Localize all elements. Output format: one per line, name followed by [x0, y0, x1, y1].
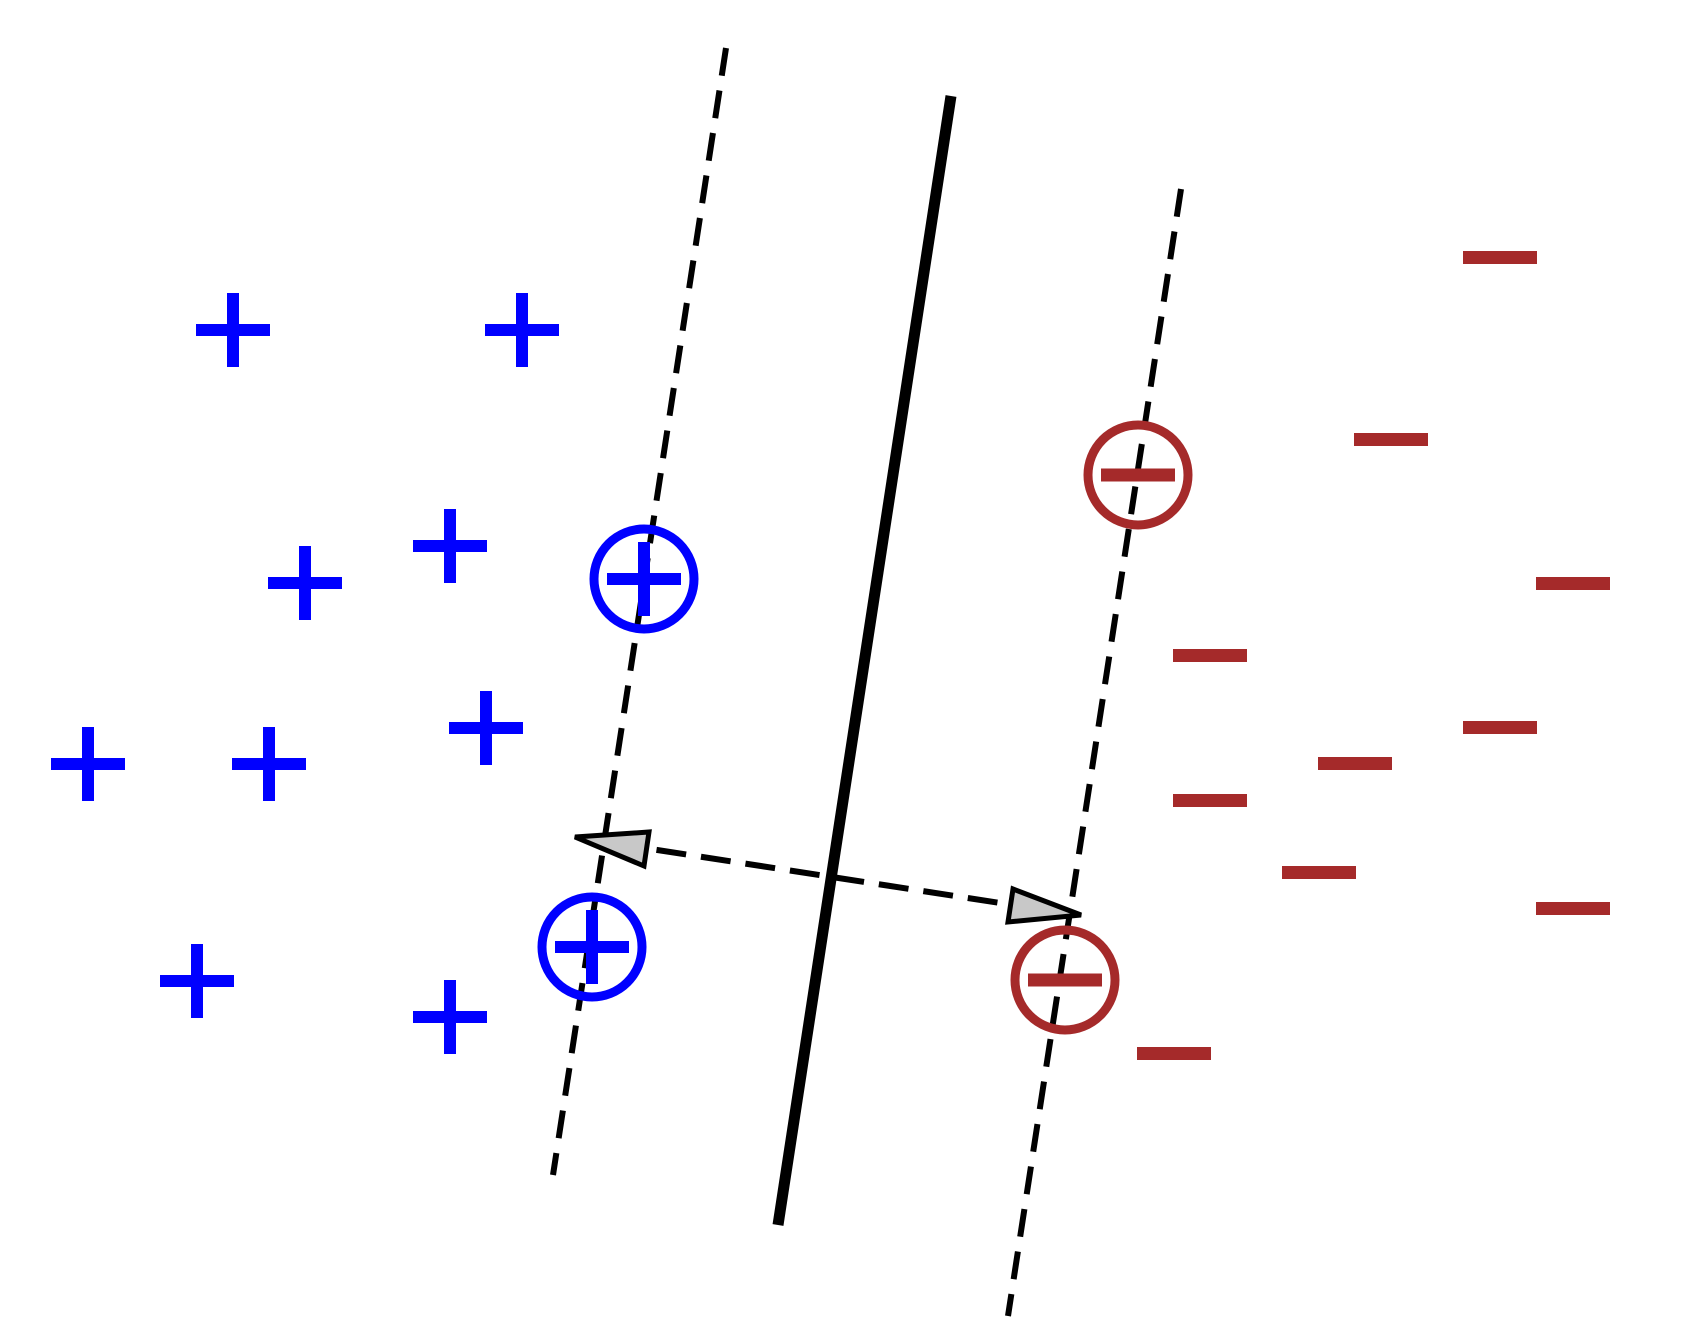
negative-point: [1463, 721, 1537, 734]
negative-point: [1137, 1047, 1211, 1060]
negative-support-vector: [1010, 925, 1120, 1035]
positive-point: [413, 980, 487, 1054]
positive-point: [485, 293, 559, 367]
positive-point: [449, 691, 523, 765]
decision-boundary-line: [772, 95, 957, 1226]
negative-support-vector: [1083, 420, 1193, 530]
negative-point: [1536, 577, 1610, 590]
negative-point: [1354, 433, 1428, 446]
positive-point: [232, 727, 306, 801]
positive-point: [413, 509, 487, 583]
margin-arrow-shaft: [611, 840, 1053, 914]
negative-point: [1282, 866, 1356, 879]
negative-point: [1173, 794, 1247, 807]
margin-arrowhead-left: [574, 829, 652, 870]
negative-point: [1173, 649, 1247, 662]
negative-point: [1463, 251, 1537, 264]
negative-point: [1318, 757, 1392, 770]
positive-class-points: [51, 293, 559, 1054]
negative-margin-line: [1005, 188, 1184, 1317]
margin-width-arrow: [574, 829, 1082, 925]
positive-support-vector: [537, 892, 647, 1002]
positive-point: [160, 944, 234, 1018]
negative-class-points: [1137, 251, 1610, 1060]
negative-point: [1536, 902, 1610, 915]
margin-arrowhead-right: [1005, 885, 1082, 925]
positive-point: [268, 546, 342, 620]
positive-point: [51, 727, 125, 801]
positive-point: [196, 293, 270, 367]
positive-support-vector: [589, 524, 699, 634]
